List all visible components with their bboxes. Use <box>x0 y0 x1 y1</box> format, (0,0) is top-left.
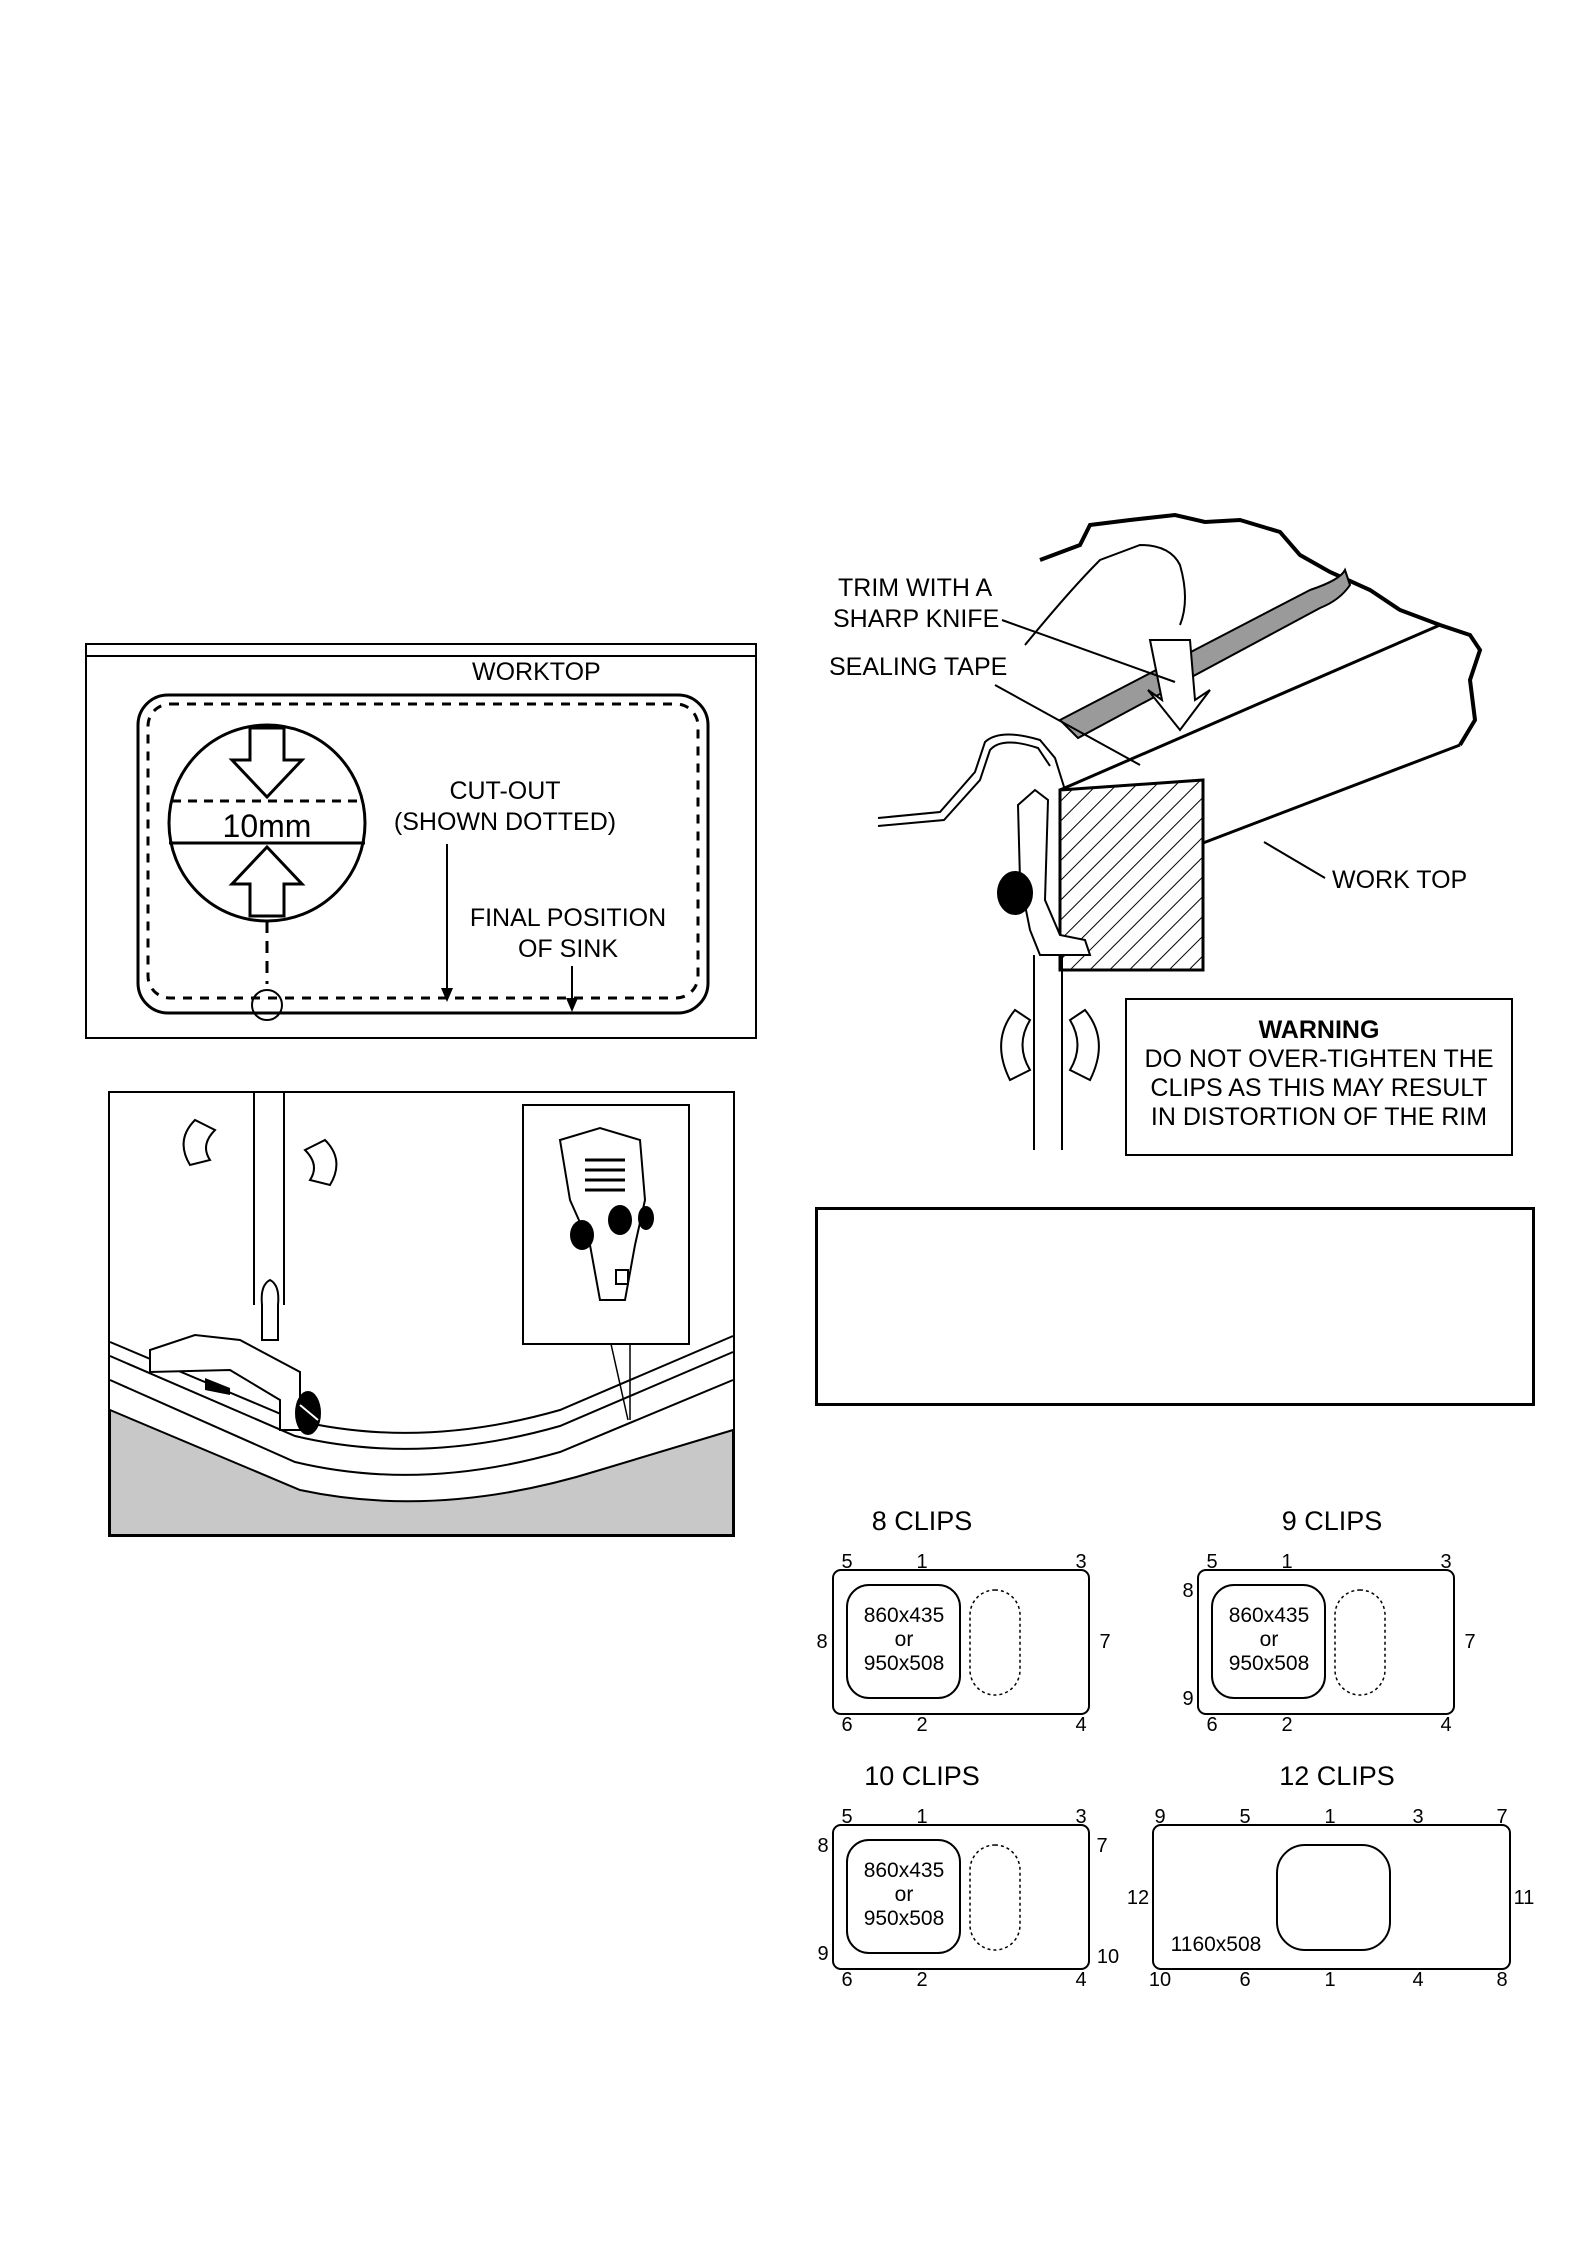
clip-number: 1 <box>916 1806 927 1828</box>
clip-number: 9 <box>817 1943 828 1965</box>
clip-number: 10 <box>1149 1969 1171 1991</box>
clip-number: 5 <box>841 1551 852 1573</box>
clip-number: 10 <box>1097 1946 1119 1968</box>
bowl-size-line3: 950x508 <box>864 1907 945 1930</box>
cutout-label-line1: CUT-OUT <box>449 777 560 805</box>
rotate-arrow-icon-4 <box>1068 1008 1100 1082</box>
bowl-size-line1: 860x435 <box>864 1604 945 1627</box>
worktop-label: WORKTOP <box>472 658 601 686</box>
worktop-section-hatched <box>1058 778 1205 972</box>
clip-screw-head <box>295 1391 321 1435</box>
clip-layout-9: 9 CLIPS 860x435 or 950x508 5 1 3 6 2 4 8… <box>1182 1506 1475 1736</box>
bowl-size-line2: or <box>1260 1628 1279 1651</box>
clip-number: 1 <box>1324 1969 1335 1991</box>
warning-line2: CLIPS AS THIS MAY RESULT <box>1150 1074 1488 1102</box>
clip-number: 7 <box>1096 1835 1107 1857</box>
warning-heading: WARNING <box>1258 1016 1380 1044</box>
clip-number: 6 <box>841 1969 852 1991</box>
cutout-dotted-line <box>146 702 700 1000</box>
bowl-size-line2: or <box>895 1883 914 1906</box>
clip-number: 3 <box>1440 1551 1451 1573</box>
clip-number: 2 <box>916 1969 927 1991</box>
clip-body <box>149 1333 301 1431</box>
detail-circle <box>251 989 283 1021</box>
clip-installation-figure <box>108 1091 735 1537</box>
clip-layout-12: 12 CLIPS 1160x508 9 5 1 3 7 10 6 1 4 8 1… <box>1127 1761 1535 1991</box>
clip-number: 6 <box>1239 1969 1250 1991</box>
clip-number: 4 <box>1440 1714 1451 1736</box>
section-clip <box>1016 788 1092 956</box>
clip-number: 3 <box>1075 1806 1086 1828</box>
section-clip-screw <box>997 871 1033 915</box>
trim-arrow-icon <box>1147 639 1211 732</box>
clip-layout-8: 8 CLIPS 860x435 or 950x508 5 1 3 6 2 4 8… <box>816 1506 1110 1736</box>
clip-number: 5 <box>841 1806 852 1828</box>
clip-number: 1 <box>1281 1551 1292 1573</box>
up-arrow-icon <box>228 844 306 918</box>
clip-number: 5 <box>1206 1551 1217 1573</box>
trim-label-line1: TRIM WITH A <box>838 574 992 602</box>
sealing-tape-label: SEALING TAPE <box>829 653 1007 681</box>
bowl-size-line1: 860x435 <box>864 1859 945 1882</box>
clip-number: 5 <box>1239 1806 1250 1828</box>
empty-note-box <box>815 1207 1535 1406</box>
cutout-label-line2: (SHOWN DOTTED) <box>394 808 616 836</box>
layout-title: 8 CLIPS <box>872 1506 973 1536</box>
clip-number: 4 <box>1075 1969 1086 1991</box>
final-position-line1: FINAL POSITION <box>470 904 666 932</box>
warning-line3: IN DISTORTION OF THE RIM <box>1150 1103 1488 1131</box>
clip-number: 7 <box>1496 1806 1507 1828</box>
work-top-label: WORK TOP <box>1332 866 1467 894</box>
clip-number: 4 <box>1412 1969 1423 1991</box>
rotate-arrow-icon <box>182 1118 217 1167</box>
clip-number: 8 <box>1496 1969 1507 1991</box>
clip-number: 8 <box>816 1631 827 1653</box>
trim-label-line2: SHARP KNIFE <box>833 605 999 633</box>
section-view-figure: TRIM WITH A SHARP KNIFE SEALING TAPE WOR… <box>829 512 1483 1150</box>
warning-line1: DO NOT OVER-TIGHTEN THE <box>1144 1045 1494 1073</box>
clip-number: 1 <box>1324 1806 1335 1828</box>
layout-title: 10 CLIPS <box>864 1761 980 1791</box>
bowl-size-line3: 950x508 <box>864 1652 945 1675</box>
clip-layout-10: 10 CLIPS 860x435 or 950x508 5 1 3 6 2 4 … <box>817 1761 1119 1991</box>
clip-number: 1 <box>916 1551 927 1573</box>
worktop-shading <box>109 1408 734 1536</box>
clip-number: 8 <box>1182 1580 1193 1602</box>
clip-number: 7 <box>1464 1631 1475 1653</box>
clip-number: 11 <box>1514 1887 1535 1909</box>
clip-number: 9 <box>1182 1688 1193 1710</box>
clip-number: 7 <box>1099 1631 1110 1653</box>
clip-number: 12 <box>1127 1887 1149 1909</box>
clip-number: 6 <box>841 1714 852 1736</box>
clip-number: 3 <box>1412 1806 1423 1828</box>
clip-number: 2 <box>1281 1714 1292 1736</box>
clip-number: 2 <box>916 1714 927 1736</box>
bowl-size-line3: 950x508 <box>1229 1652 1310 1675</box>
gap-label: 10mm <box>223 808 312 844</box>
warning-box: WARNING DO NOT OVER-TIGHTEN THE CLIPS AS… <box>1125 998 1513 1156</box>
bowl-size-line1: 860x435 <box>1229 1604 1310 1627</box>
layout-title: 9 CLIPS <box>1282 1506 1383 1536</box>
sealing-tape-strip <box>1058 567 1352 740</box>
rotate-arrow-icon-3 <box>1000 1008 1032 1082</box>
screwdriver-tip <box>260 1278 280 1341</box>
clip-number: 4 <box>1075 1714 1086 1736</box>
cutout-arrow-icon <box>441 988 453 1002</box>
bowl-size-line2: or <box>895 1628 914 1651</box>
clip-number: 9 <box>1154 1806 1165 1828</box>
final-position-arrow-icon <box>566 998 578 1012</box>
final-position-line2: OF SINK <box>518 935 618 963</box>
clip-number: 3 <box>1075 1551 1086 1573</box>
clip-number: 6 <box>1206 1714 1217 1736</box>
sink-size-label: 1160x508 <box>1171 1933 1262 1956</box>
down-arrow-icon <box>228 726 306 800</box>
sink-outline <box>136 693 710 1015</box>
rotate-arrow-icon-2 <box>303 1138 338 1187</box>
layout-title: 12 CLIPS <box>1279 1761 1395 1791</box>
worktop-cutout-figure: WORKTOP 10mm CUT-OUT (SHOWN DOTTED) FINA… <box>85 643 757 1039</box>
clip-number: 8 <box>817 1835 828 1857</box>
